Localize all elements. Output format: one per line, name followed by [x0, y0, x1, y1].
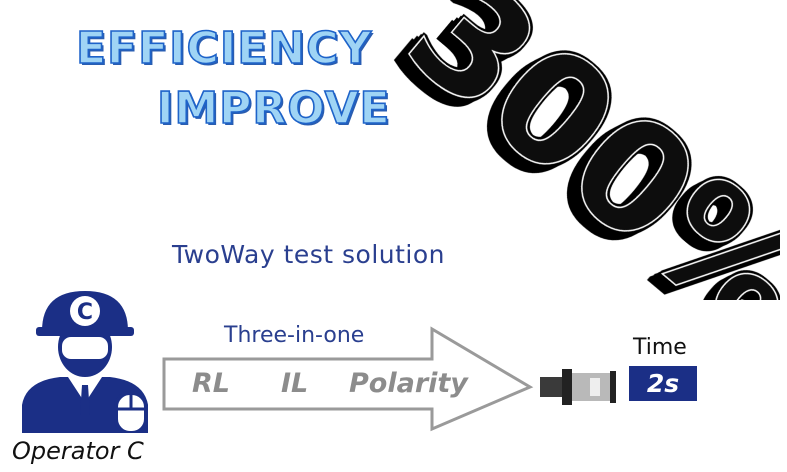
metric-il: IL: [281, 368, 309, 399]
headline-improve: IMPROVE: [156, 83, 391, 134]
time-label: Time: [633, 335, 687, 360]
time-badge: 2s: [629, 366, 697, 401]
operator-label: Operator C: [12, 437, 144, 465]
arrow-title: Three-in-one: [224, 323, 365, 348]
process-arrow: [162, 326, 534, 432]
operator-badge-letter: C: [77, 300, 93, 325]
operator-icon: C: [22, 291, 148, 433]
big-percent-graphic: 300%: [376, 0, 780, 300]
fiber-connector-icon: [540, 369, 616, 405]
subtitle: TwoWay test solution: [172, 240, 446, 269]
headline-efficiency: EFFICIENCY: [75, 23, 373, 74]
metric-polarity: Polarity: [349, 368, 468, 399]
metric-rl: RL: [192, 368, 230, 399]
